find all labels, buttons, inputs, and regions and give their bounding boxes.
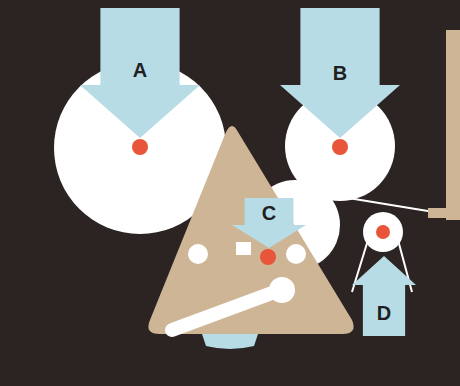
arrow-body xyxy=(232,198,306,248)
callout-letter: B xyxy=(300,63,379,83)
lever-pivot xyxy=(269,277,295,303)
callout-letter: C xyxy=(245,203,294,223)
wheel-d xyxy=(363,212,403,252)
hole xyxy=(188,244,208,264)
callout-letter: A xyxy=(100,60,179,80)
axle-dot xyxy=(332,139,348,155)
notch xyxy=(236,242,251,255)
lever xyxy=(172,290,280,330)
triangle-frame xyxy=(148,126,353,334)
bowl xyxy=(202,334,258,349)
callout-arrow: B xyxy=(280,8,400,138)
arrow-body xyxy=(352,256,416,336)
callout-arrow: C xyxy=(232,198,306,248)
arrow-body xyxy=(80,8,200,138)
hole xyxy=(286,244,306,264)
callout-letter: D xyxy=(363,303,405,323)
arrow-body xyxy=(280,8,400,138)
axle-dot xyxy=(132,139,148,155)
axle-dot xyxy=(260,249,276,265)
axle-dot xyxy=(376,225,390,239)
side-frame xyxy=(446,30,460,220)
callout-arrow: D xyxy=(352,256,416,336)
arrow-shape xyxy=(352,256,416,336)
callout-arrow: A xyxy=(80,8,200,138)
belt-line xyxy=(275,186,440,213)
tab xyxy=(428,208,446,218)
